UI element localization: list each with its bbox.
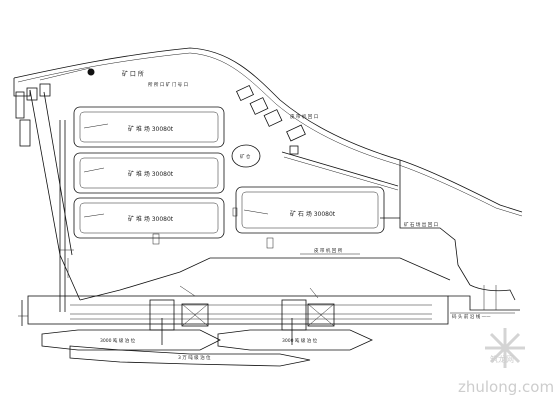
ship-1 (41, 329, 221, 351)
ship-3-label: 3 万 吨 级 泊 位 (178, 354, 211, 361)
ship-loader-2-cab (307, 303, 335, 327)
top-area-label: 矿 口 所 (122, 70, 144, 78)
transfer-point-3 (232, 207, 238, 217)
shoreline-boundary (13, 47, 523, 301)
yard-1-label: 矿 堆 场 30080t (128, 125, 174, 133)
yard-2-label: 矿 堆 场 30080t (128, 170, 174, 178)
transfer-point-1 (152, 233, 160, 245)
yard-1 (73, 106, 225, 148)
guard-post (19, 119, 31, 147)
building-c (263, 109, 283, 127)
inclined-conveyor (281, 151, 399, 191)
wharf: 码 头 前 沿 线 —— (18, 285, 520, 326)
ships: 3000 吨 级 泊 位 3000 吨 级 泊 位 3 万 吨 级 泊 位 (41, 329, 373, 367)
storage-yards: 矿 堆 场 30080t 矿 堆 场 30080t 矿 堆 场 30080t 矿… (73, 106, 385, 239)
building-b (249, 97, 269, 115)
ship-loader-2-frame (281, 299, 307, 331)
ore-bin-label: 矿 仓 (240, 153, 251, 160)
wharf-deck (27, 295, 449, 325)
marker-dot (87, 68, 95, 76)
yard-3 (73, 197, 225, 239)
yard-3-label: 矿 堆 场 30080t (128, 215, 174, 223)
right-lower-label: 矿 石 场 出 回 口 (404, 221, 438, 228)
watermark: 筑龙网 zhulong.com (458, 328, 554, 396)
top-right-buildings: 矿 口 所 所 所 口 矿 门 号 口 皮 带 机 回 口 (122, 70, 318, 155)
watermark-logo (485, 328, 525, 368)
yard-2 (73, 152, 225, 194)
quay-label: 码 头 前 沿 线 —— (452, 313, 491, 320)
embankment: 皮 带 机 回 所 矿 石 场 出 回 口 (79, 221, 451, 301)
building-d (286, 124, 306, 142)
yard-4-label: 矿 石 场 30080t (290, 210, 336, 218)
yard-4 (235, 186, 385, 234)
watermark-brand: zhulong.com (458, 378, 554, 396)
upper-left-structures (15, 67, 95, 147)
ship-2-label: 3000 吨 级 泊 位 (282, 337, 318, 344)
ore-bin: 矿 仓 (231, 144, 261, 168)
gate-house-3 (39, 83, 51, 97)
ship-loaders (149, 285, 335, 345)
top-sub-label: 所 所 口 矿 门 号 口 (148, 81, 188, 88)
watermark-logo-text: 筑龙网 (490, 354, 514, 364)
ship-loader-1-cab (181, 303, 209, 327)
building-a (236, 84, 254, 102)
gate-house-2 (26, 87, 38, 101)
vertical-conveyors (59, 120, 74, 312)
right-mid-label: 皮 带 机 回 口 (290, 113, 318, 120)
ship-1-label: 3000 吨 级 泊 位 (100, 337, 136, 344)
building-e (289, 145, 299, 155)
transfer-points (152, 207, 274, 249)
transfer-point-2 (266, 237, 274, 249)
mid-road-label: 皮 带 机 回 所 (314, 247, 343, 254)
gate-house-1 (15, 91, 25, 119)
ship-3 (69, 345, 311, 367)
ship-2 (217, 329, 373, 351)
